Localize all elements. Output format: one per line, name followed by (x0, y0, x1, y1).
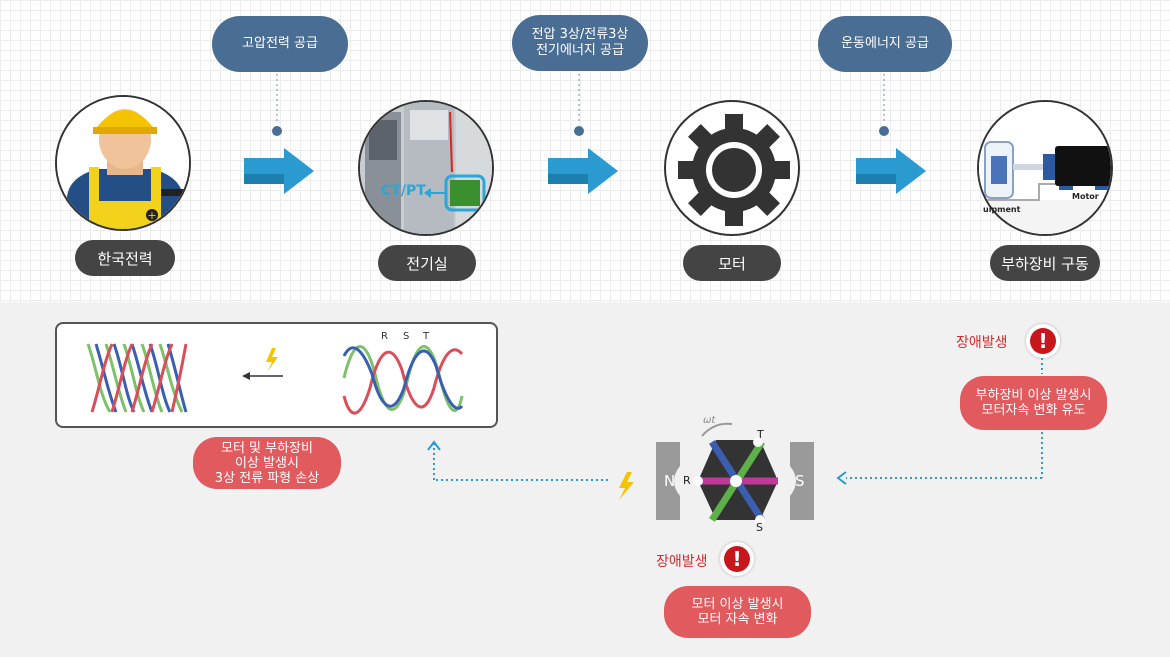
supply-label-kinetic: 운동에너지 공급 (818, 16, 952, 72)
flow-arrow-icon-3 (856, 148, 926, 194)
waveform-panel (55, 322, 498, 428)
phase-label-s: S (403, 331, 410, 342)
waveform-graphics (86, 343, 464, 415)
load-equipment-image (977, 100, 1113, 236)
kepco-worker-image: + (55, 95, 191, 231)
alert-icon-load: ! (1026, 324, 1060, 358)
electric-room-image (358, 100, 494, 236)
ct-pt-arrow-icon (424, 188, 447, 198)
equipment-image-label: uipment (983, 205, 1021, 214)
pole-label-south: S (795, 472, 805, 490)
alert-icon-motor: ! (720, 542, 754, 576)
rotor-angle-label: ωt (703, 415, 716, 426)
svg-text:+: + (147, 209, 156, 222)
rotor-label-r: R (683, 474, 691, 487)
node-label-load-equipment: 부하장비 구동 (990, 245, 1100, 281)
supply-label-high-voltage: 고압전력 공급 (212, 16, 348, 72)
node-label-motor: 모터 (683, 245, 781, 281)
pole-label-north: N (664, 472, 676, 490)
motor-fault-label: 장애발생 (656, 554, 708, 570)
load-fault-label: 장애발생 (956, 335, 1008, 351)
connector-dot-1 (272, 126, 282, 136)
load-fault-desc: 부하장비 이상 발생시 모터자속 변화 유도 (960, 376, 1107, 430)
waveform-damage-desc: 모터 및 부하장비 이상 발생시 3상 전류 파형 손상 (193, 437, 341, 489)
ct-pt-label: CT/PT (381, 183, 426, 199)
phase-label-r: R (381, 331, 388, 342)
flow-arrow-icon-2 (548, 148, 618, 194)
fault-flow-lines (427, 358, 1043, 500)
connector-dot-2 (574, 126, 584, 136)
gear-icon (678, 114, 790, 226)
connector-dot-3 (879, 126, 889, 136)
motor-rotor-diagram (656, 422, 814, 525)
lightning-icon (266, 348, 278, 372)
motor-gear-image (664, 100, 800, 236)
motor-image-label: Motor (1072, 192, 1099, 201)
rotor-label-s: S (756, 521, 763, 534)
rotor-label-t: T (757, 428, 764, 441)
motor-fault-desc: 모터 이상 발생시 모터 자속 변화 (664, 586, 811, 638)
node-label-kepco: 한국전력 (75, 240, 175, 276)
supply-label-three-phase: 전압 3상/전류3상 전기에너지 공급 (512, 15, 648, 71)
phase-label-t: T (423, 331, 430, 342)
supply-connectors (276, 74, 885, 124)
node-label-electric-room: 전기실 (378, 245, 476, 281)
flow-arrow-icon-1 (244, 148, 314, 194)
